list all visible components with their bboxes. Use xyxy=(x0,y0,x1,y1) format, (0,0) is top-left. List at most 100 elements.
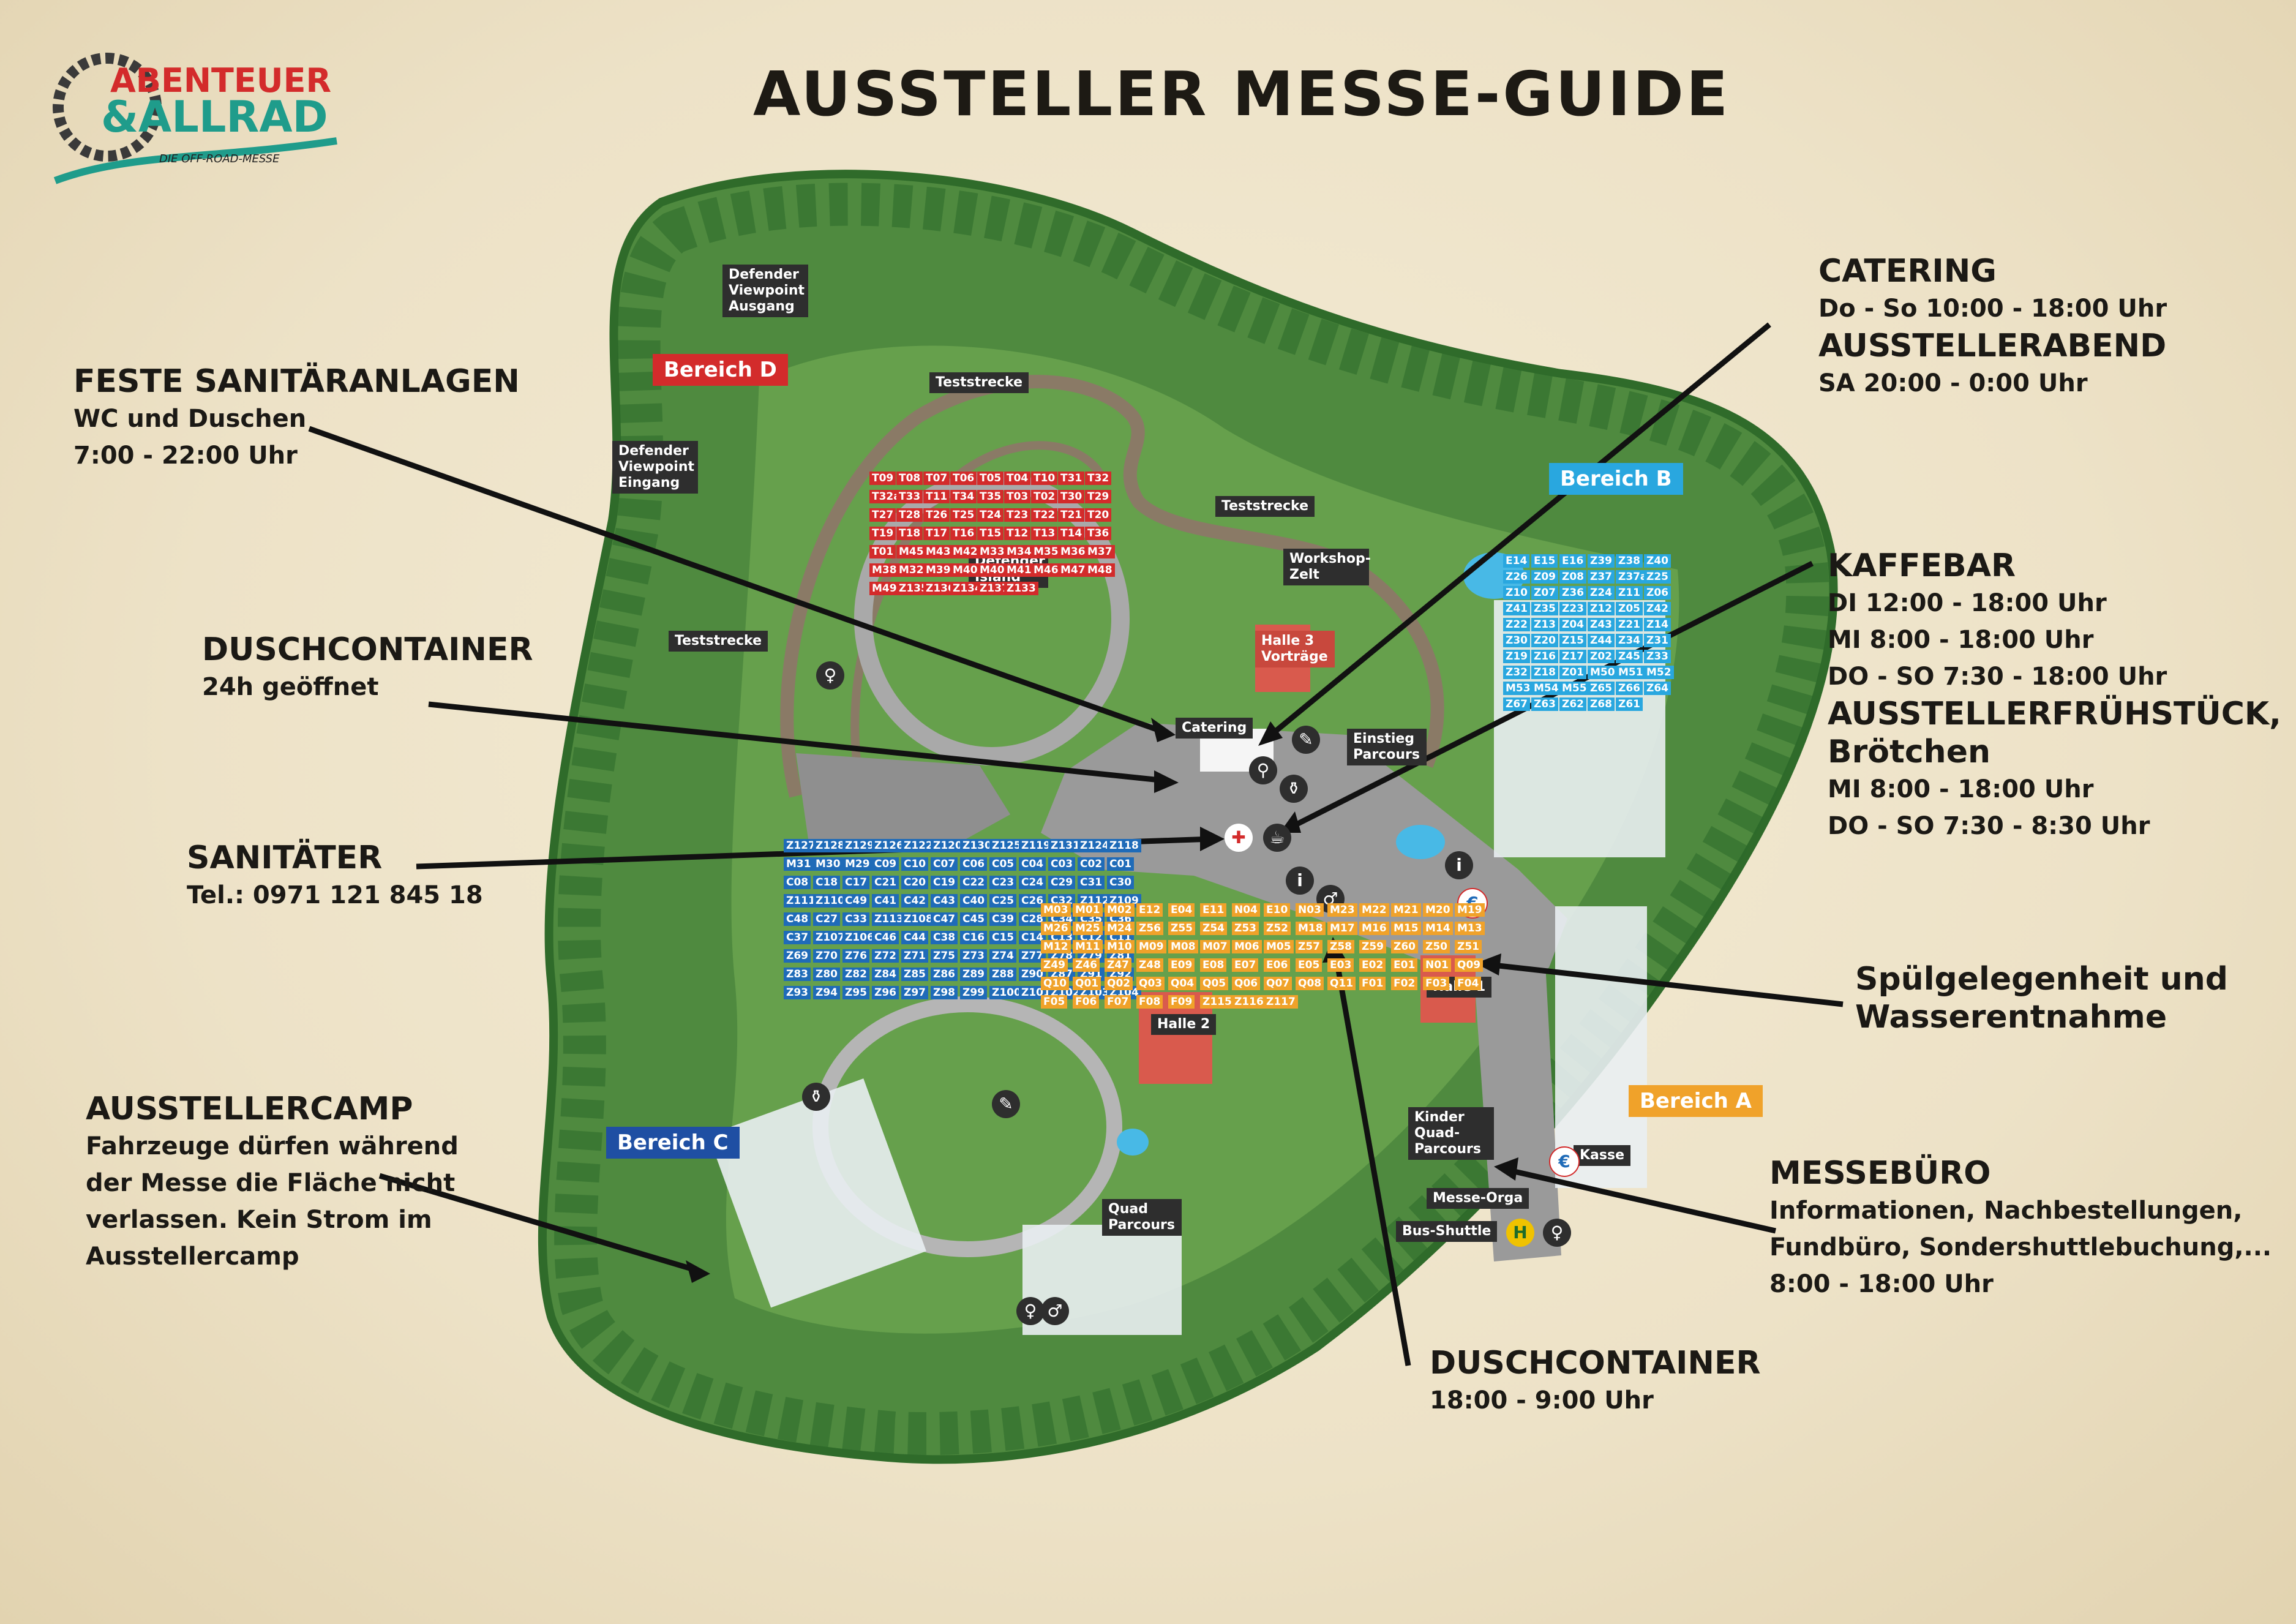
stand-z64: Z64 xyxy=(1644,682,1671,695)
stand-z59: Z59 xyxy=(1359,940,1386,953)
stand-m26: M26 xyxy=(1041,922,1071,935)
stand-z137: Z137 xyxy=(977,582,1011,595)
stand-z41: Z41 xyxy=(1503,602,1530,615)
coffee-icon: ☕ xyxy=(1263,824,1291,852)
stand-n03: N03 xyxy=(1296,903,1324,917)
stand-t09: T09 xyxy=(869,472,896,485)
stand-t17: T17 xyxy=(923,527,950,540)
stand-z124: Z124 xyxy=(1078,839,1112,852)
stand-t26: T26 xyxy=(923,508,950,522)
annotation-duschcontainer-24h: DUSCHCONTAINER 24h geöffnet xyxy=(202,631,533,705)
annotation-kaffebar: KAFFEBAR DI 12:00 - 18:00 Uhr MI 8:00 - … xyxy=(1828,547,2281,844)
stand-m52: M52 xyxy=(1644,666,1674,679)
stand-c20: C20 xyxy=(901,876,929,889)
stand-q02: Q02 xyxy=(1105,977,1133,990)
stand-z37a: Z37a xyxy=(1616,570,1650,584)
pond-3 xyxy=(1117,1129,1149,1156)
stand-z88: Z88 xyxy=(989,968,1016,981)
annotation-heading: AUSSTELLERABEND xyxy=(1818,328,2167,364)
stand-m48: M48 xyxy=(1085,563,1115,577)
stand-z110: Z110 xyxy=(813,894,847,908)
label-defender-viewpoint-eingang: Defender Viewpoint Eingang xyxy=(612,441,698,494)
stand-c25: C25 xyxy=(989,894,1017,908)
stand-z106: Z106 xyxy=(842,931,877,944)
stand-e06: E06 xyxy=(1264,958,1291,972)
stand-c29: C29 xyxy=(1048,876,1076,889)
stand-z60: Z60 xyxy=(1391,940,1418,953)
label-catering: Catering xyxy=(1176,718,1253,739)
stand-c37: C37 xyxy=(784,931,811,944)
label-defender-viewpoint-ausgang: Defender Viewpoint Ausgang xyxy=(722,265,808,317)
label-workshop-zelt: Workshop-Zelt xyxy=(1283,549,1371,585)
stand-z133: Z133 xyxy=(1004,582,1038,595)
stand-m25: M25 xyxy=(1073,922,1103,935)
teststrecke-track xyxy=(780,375,1444,798)
annotation-heading: MESSEBÜRO xyxy=(1769,1155,1991,1192)
stand-z63: Z63 xyxy=(1531,697,1558,711)
stand-z131: Z131 xyxy=(1048,839,1082,852)
stand-z86: Z86 xyxy=(931,968,958,981)
stand-f01: F01 xyxy=(1359,977,1386,990)
stand-m30: M30 xyxy=(813,857,843,871)
stand-m19: M19 xyxy=(1455,903,1485,917)
stand-f05: F05 xyxy=(1041,995,1068,1009)
stand-t14: T14 xyxy=(1058,527,1085,540)
stand-m20: M20 xyxy=(1423,903,1453,917)
stand-z77: Z77 xyxy=(1019,949,1046,963)
stand-t19: T19 xyxy=(869,527,896,540)
stand-t02: T02 xyxy=(1031,490,1058,503)
annotation-line: 24h geöffnet xyxy=(202,673,379,701)
stand-m36: M36 xyxy=(1058,545,1088,558)
toilet-icon: ♀ xyxy=(1543,1219,1571,1247)
annotation-heading: CATERING xyxy=(1818,253,1997,290)
label-teststrecke-1: Teststrecke xyxy=(929,372,1029,393)
drink-icon: ⚱ xyxy=(802,1083,830,1111)
stand-z89: Z89 xyxy=(960,968,987,981)
atm-icon: € xyxy=(1549,1146,1580,1177)
label-bus-shuttle: Bus-Shuttle xyxy=(1396,1221,1498,1242)
annotation-spuelgelegenheit: Spülgelegenheit und Wasserentnahme xyxy=(1855,960,2228,1036)
stand-c02: C02 xyxy=(1078,857,1105,871)
stand-f02: F02 xyxy=(1391,977,1418,990)
stand-t04: T04 xyxy=(1004,472,1031,485)
stand-t32: T32 xyxy=(1085,472,1112,485)
annotation-sanitaeranlagen: FESTE SANITÄRANLAGEN WC und Duschen 7:00… xyxy=(73,363,520,474)
stand-m31: M31 xyxy=(784,857,814,871)
stand-m22: M22 xyxy=(1359,903,1389,917)
stand-z83: Z83 xyxy=(784,968,811,981)
stand-z113: Z113 xyxy=(872,912,906,926)
stand-t10: T10 xyxy=(1031,472,1058,485)
stand-m11: M11 xyxy=(1073,940,1103,953)
stand-z134: Z134 xyxy=(950,582,985,595)
stand-m13: M13 xyxy=(1455,922,1485,935)
stand-z22: Z22 xyxy=(1503,618,1530,631)
stand-z130: Z130 xyxy=(960,839,994,852)
stand-z122: Z122 xyxy=(901,839,936,852)
stand-t21: T21 xyxy=(1058,508,1085,522)
stand-z74: Z74 xyxy=(989,949,1016,963)
info-icon: i xyxy=(1286,867,1314,895)
paved-area-south xyxy=(1469,906,1561,1261)
stand-z55: Z55 xyxy=(1168,922,1195,935)
stand-t07: T07 xyxy=(923,472,950,485)
stand-e16: E16 xyxy=(1559,554,1586,568)
stand-z57: Z57 xyxy=(1296,940,1322,953)
annotation-line: Spülgelegenheit und xyxy=(1855,961,2228,998)
camp-a-strip xyxy=(1555,906,1647,1188)
label-einstieg-parcours: Einstieg Parcours xyxy=(1347,729,1427,765)
stand-z45: Z45 xyxy=(1616,650,1643,663)
stand-z126: Z126 xyxy=(872,839,906,852)
stand-z136: Z136 xyxy=(923,582,958,595)
annotation-line: DO - SO 7:30 - 18:00 Uhr xyxy=(1828,663,2167,691)
stand-z44: Z44 xyxy=(1588,634,1615,647)
stand-c24: C24 xyxy=(1019,876,1046,889)
stand-e09: E09 xyxy=(1168,958,1195,972)
stand-m15: M15 xyxy=(1391,922,1421,935)
stand-t15: T15 xyxy=(977,527,1004,540)
stand-t29: T29 xyxy=(1085,490,1112,503)
stand-t05: T05 xyxy=(977,472,1004,485)
stand-z135: Z135 xyxy=(896,582,931,595)
label-messe-orga: Messe-Orga xyxy=(1427,1188,1529,1209)
stand-z85: Z85 xyxy=(901,968,928,981)
stand-e04: E04 xyxy=(1168,903,1195,917)
